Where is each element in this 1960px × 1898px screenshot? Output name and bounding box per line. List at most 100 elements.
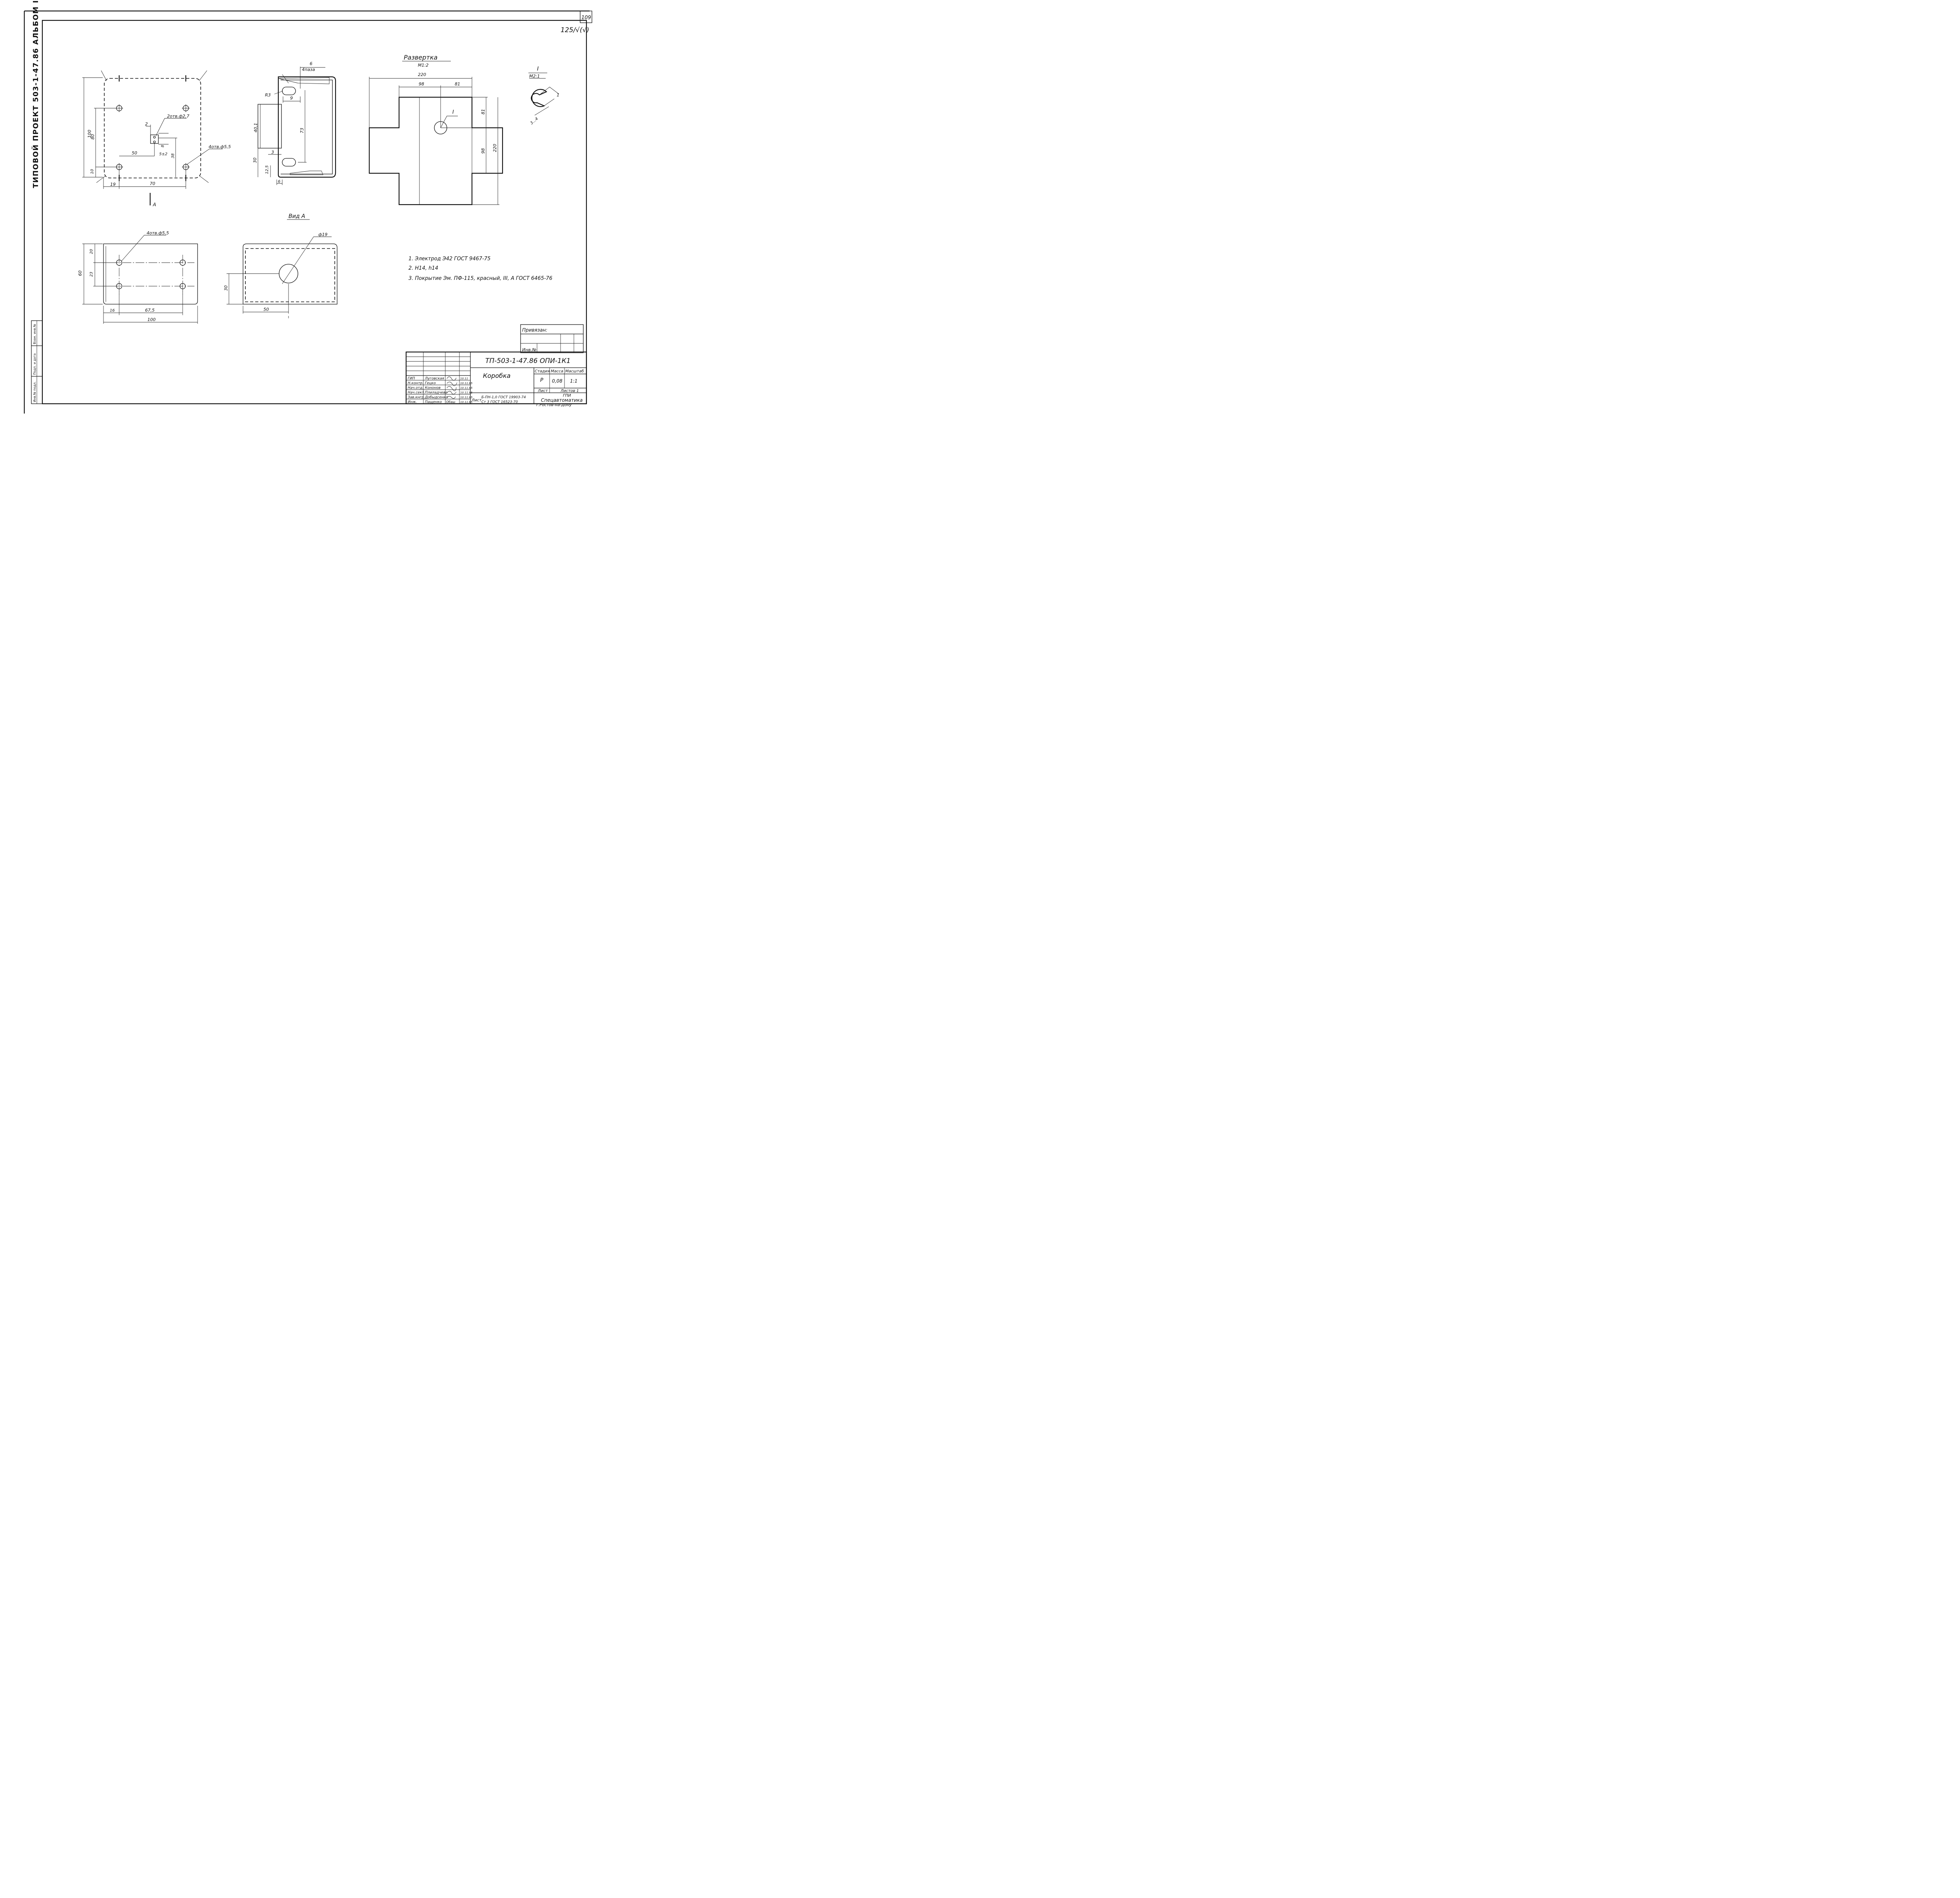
detail-title: I bbox=[537, 66, 539, 72]
view-a-title: Вид А bbox=[289, 213, 305, 220]
material-line-2: Ст 3 ГОСТ 16523-70 bbox=[481, 400, 518, 404]
part-name: Коробка bbox=[483, 372, 510, 379]
binding-label: Привязан: bbox=[522, 327, 547, 333]
stamp-inv: Инв.№ подл. bbox=[33, 381, 36, 402]
bottom-holes-label: 4отв.ф5,5 bbox=[147, 230, 169, 236]
holes-4-label: 4отв.ф5,5 bbox=[209, 144, 231, 149]
signer-date: 10.11 bbox=[460, 377, 468, 380]
detail-scale: М2:1 bbox=[529, 74, 540, 79]
stamp-sign: Подп. и дата bbox=[33, 353, 36, 375]
dev-dim-98-top: 98 bbox=[419, 82, 424, 87]
dim-50: 50 bbox=[132, 151, 137, 156]
org-city: г.Ростов-на-Дону bbox=[536, 403, 572, 407]
signer-date: 10.11.85 bbox=[460, 401, 473, 404]
org-name: Спецавтоматика bbox=[541, 397, 583, 403]
dim-80: 80 bbox=[90, 134, 95, 140]
stage-header: Стадия bbox=[535, 369, 550, 374]
page-number-box bbox=[580, 11, 592, 23]
bottom-dim-67-5: 67,5 bbox=[145, 308, 155, 313]
signer-date: 10.11.85 bbox=[460, 382, 473, 385]
side-dim-slots: 4паза bbox=[302, 67, 315, 72]
mass-header: Масса bbox=[551, 369, 563, 374]
scale-header: Масштаб bbox=[565, 369, 584, 374]
signatures bbox=[446, 376, 457, 399]
signer-role: ГИП bbox=[408, 377, 415, 381]
binding-block bbox=[520, 324, 584, 353]
note-2: 2. Н14, h14 bbox=[408, 265, 438, 271]
dim-8: 8 bbox=[161, 145, 165, 147]
signer-name: Луговская bbox=[425, 377, 445, 381]
sheets-label: Листов 1 bbox=[560, 389, 579, 393]
dev-dim-98-side: 98 bbox=[481, 148, 486, 154]
view-a-dim-50: 50 bbox=[263, 307, 269, 312]
roughness-symbol: 125/√(√) bbox=[561, 26, 589, 34]
detail-dim-1: 1 bbox=[557, 93, 559, 98]
signer-role: Нач.сект. bbox=[408, 391, 425, 395]
signer-role: Зав.кнгр. bbox=[408, 396, 425, 399]
development-scale: М1:2 bbox=[418, 63, 428, 68]
view-a bbox=[227, 236, 338, 318]
detail-view bbox=[531, 87, 559, 116]
development-title: Развертка bbox=[404, 54, 437, 61]
dev-dim-220-top: 220 bbox=[418, 72, 426, 77]
signer-role: Инж. bbox=[408, 400, 417, 404]
material-prefix: Лист bbox=[471, 398, 482, 403]
bottom-dim-100: 100 bbox=[147, 317, 156, 322]
side-view bbox=[258, 67, 336, 185]
side-dim-40-1: 40,1 bbox=[253, 123, 258, 133]
view-marker-a: А bbox=[152, 202, 156, 207]
scale-value: 1:1 bbox=[570, 378, 577, 384]
doc-code: ТП-503-1-47.86 ОПИ-1К1 bbox=[485, 357, 571, 365]
holes-2-label: 2отв.ф2,7 bbox=[167, 114, 189, 119]
bottom-dim-16: 16 bbox=[110, 308, 115, 313]
note-1: 1. Электрод Э42 ГОСТ 9467-75 bbox=[408, 256, 490, 262]
drawing-sheet: 109 125/√(√) ТИПОВОЙ ПРОЕКТ 503-1-47.86 … bbox=[24, 0, 592, 414]
dev-dim-81-side: 81 bbox=[481, 109, 486, 114]
stage-value: Р bbox=[540, 377, 543, 383]
side-dim-30: 30 bbox=[252, 158, 258, 163]
side-dim-6: 6 bbox=[310, 61, 312, 66]
bottom-dim-23: 23 bbox=[89, 272, 94, 277]
signer-date: 10.11.85 bbox=[460, 396, 473, 399]
dim-100: 100 bbox=[87, 130, 92, 138]
dev-marker-i: I bbox=[452, 109, 454, 115]
dim-10: 10 bbox=[90, 169, 94, 174]
signer-name: Кононов bbox=[425, 386, 441, 390]
signer-name: Пащенко bbox=[425, 400, 442, 404]
signer-date: 10.11.85 bbox=[460, 391, 473, 394]
signer-name: Гецко bbox=[425, 381, 436, 385]
dim-5-2: 5±2 bbox=[159, 152, 167, 156]
dim-70: 70 bbox=[150, 181, 155, 186]
side-dim-12-5: 12,5 bbox=[265, 165, 269, 174]
signer-name: Плиладчева bbox=[425, 391, 448, 395]
signer-extra: Обаш bbox=[446, 400, 456, 404]
view-a-dim-30: 30 bbox=[223, 285, 229, 291]
front-view bbox=[82, 70, 223, 205]
album-title: ТИПОВОЙ ПРОЕКТ 503-1-47.86 АЛЬБОМ II bbox=[31, 0, 40, 188]
view-a-diameter: ф19 bbox=[318, 232, 327, 237]
note-3: 3. Покрытие Эм. ПФ-115, красный, III, А … bbox=[408, 276, 552, 281]
development-view bbox=[368, 77, 503, 205]
org-gpi: ГПИ bbox=[563, 394, 571, 398]
stamp-replace: Взам. инв.№ bbox=[33, 324, 36, 344]
side-dim-9: 9 bbox=[290, 96, 293, 101]
page-number: 109 bbox=[581, 15, 591, 21]
signer-date: 10.11.85 bbox=[460, 386, 473, 390]
binding-inv: Инв.№ bbox=[522, 347, 537, 352]
dim-19: 19 bbox=[110, 182, 116, 187]
title-block bbox=[405, 351, 587, 405]
signer-role: Н.контр. bbox=[408, 381, 423, 385]
mass-value: 0,08 bbox=[552, 378, 563, 384]
bottom-dim-20: 20 bbox=[89, 249, 94, 254]
sheet-label: Лист bbox=[537, 389, 548, 393]
signer-role: Нач.отд. bbox=[408, 386, 423, 390]
dim-2: 2 bbox=[145, 122, 148, 127]
detail-dim-3-4: 3...4 bbox=[530, 117, 539, 126]
bottom-view bbox=[82, 235, 198, 324]
material-line-1: Б-ПН-1,0 ГОСТ 19903-74 bbox=[481, 396, 526, 399]
dev-dim-220-side: 220 bbox=[492, 144, 497, 152]
dev-dim-81-top: 81 bbox=[455, 82, 460, 87]
side-dim-r3: R3 bbox=[265, 93, 271, 98]
side-stamp: Инв.№ подл. Подп. и дата Взам. инв.№ bbox=[31, 320, 43, 404]
side-dim-6b: 6 bbox=[278, 180, 280, 184]
